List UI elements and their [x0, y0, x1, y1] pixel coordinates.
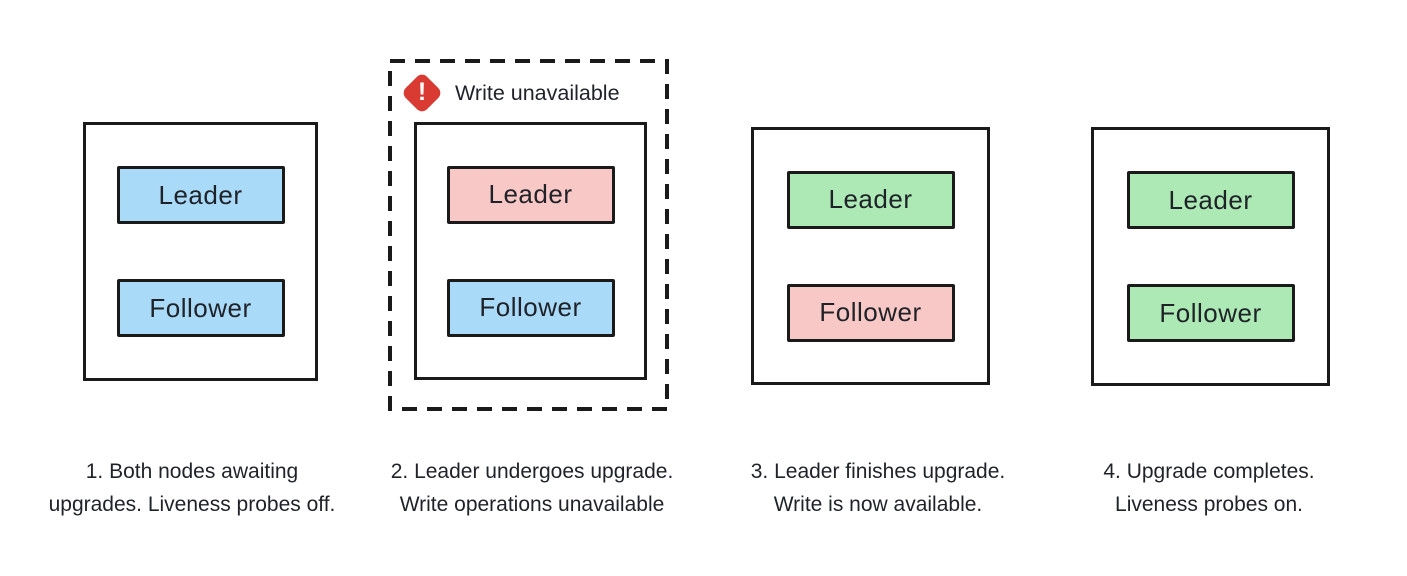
- stage-1-follower-node: Follower: [116, 279, 285, 337]
- caption-line: Liveness probes on.: [1115, 493, 1303, 516]
- stage-1-caption: 1. Both nodes awaiting upgrades. Livenes…: [22, 455, 362, 521]
- caption-line: 3. Leader finishes upgrade.: [750, 460, 1006, 483]
- exclamation-glyph: !: [417, 77, 427, 106]
- node-label: Leader: [158, 179, 243, 210]
- stage-1-cluster-box: Leader Follower: [83, 122, 318, 381]
- stage-2-caption: 2. Leader undergoes upgrade. Write opera…: [362, 455, 702, 521]
- caption-line: Write is now available.: [773, 493, 983, 516]
- caption-line: 2. Leader undergoes upgrade.: [390, 460, 674, 483]
- caption-line: 1. Both nodes awaiting: [85, 460, 299, 483]
- stage-2-cluster-box: Leader Follower: [414, 122, 647, 380]
- stage-4-follower-node: Follower: [1126, 284, 1295, 342]
- caption-line: Write operations unavailable: [399, 493, 665, 516]
- node-label: Follower: [1159, 297, 1262, 328]
- node-label: Leader: [828, 184, 913, 214]
- stage-4-leader-node: Leader: [1126, 171, 1295, 229]
- stage-3-follower-node: Follower: [786, 283, 955, 342]
- node-label: Leader: [488, 179, 573, 209]
- stage-1-leader-node: Leader: [116, 166, 285, 224]
- alert-label: Write unavailable: [455, 80, 620, 105]
- stage-3-leader-node: Leader: [786, 170, 955, 229]
- stage-4-caption: 4. Upgrade completes. Liveness probes on…: [1039, 455, 1379, 521]
- node-label: Follower: [479, 292, 582, 322]
- write-unavailable-alert: ! Write unavailable: [400, 71, 620, 115]
- stage-2-dashed-boundary: ! Write unavailable Leader Follower: [388, 59, 669, 411]
- caption-line: upgrades. Liveness probes off.: [48, 493, 336, 516]
- stage-4-cluster-box: Leader Follower: [1091, 127, 1330, 386]
- stage-2-follower-node: Follower: [446, 278, 615, 337]
- node-label: Follower: [149, 292, 252, 323]
- alert-diamond-icon: !: [400, 71, 444, 115]
- caption-line: 4. Upgrade completes.: [1103, 460, 1315, 483]
- stage-3-caption: 3. Leader finishes upgrade. Write is now…: [708, 455, 1048, 521]
- node-label: Follower: [819, 297, 922, 327]
- dashed-border: [388, 59, 669, 411]
- stage-3-cluster-box: Leader Follower: [751, 127, 990, 385]
- node-label: Leader: [1168, 184, 1253, 215]
- stage-2-leader-node: Leader: [446, 165, 615, 224]
